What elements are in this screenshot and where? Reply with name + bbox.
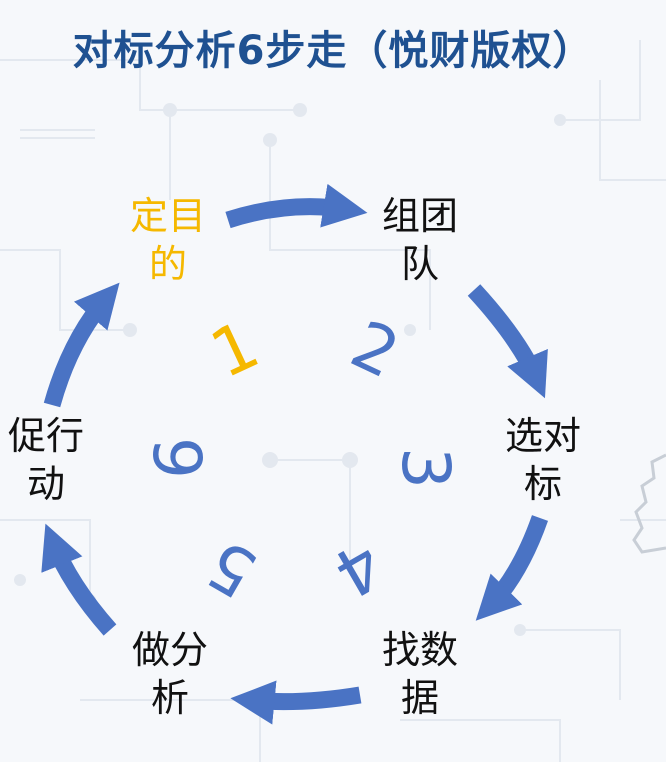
arrow-1-to-2 bbox=[225, 183, 368, 229]
step-label-4: 找数 据 bbox=[365, 626, 475, 722]
step-label-5: 做分 析 bbox=[115, 626, 225, 722]
step-label-1: 定目 的 bbox=[113, 192, 223, 288]
step-number-3: 3 bbox=[387, 447, 464, 489]
arrow-5-to-6 bbox=[41, 523, 117, 636]
step-label-1-line2: 的 bbox=[148, 242, 187, 286]
step-label-5-line2: 析 bbox=[150, 676, 189, 720]
step-label-6-line2: 动 bbox=[26, 462, 65, 506]
step-label-1-line1: 定目 bbox=[129, 194, 206, 238]
arrow-2-to-3 bbox=[467, 284, 548, 399]
step-label-2: 组团 队 bbox=[365, 192, 475, 288]
step-number-6: 6 bbox=[141, 437, 218, 479]
step-label-2-line1: 组团 bbox=[381, 194, 458, 238]
step-label-3-line2: 标 bbox=[523, 462, 562, 506]
step-label-4-line2: 据 bbox=[400, 676, 439, 720]
arrow-4-to-5 bbox=[230, 680, 362, 725]
step-label-6-line1: 促行 bbox=[7, 414, 84, 458]
arrow-3-to-4 bbox=[475, 515, 549, 621]
step-label-4-line1: 找数 bbox=[381, 628, 458, 672]
arrow-6-to-1 bbox=[43, 282, 120, 408]
step-label-3: 选对 标 bbox=[488, 412, 598, 508]
page-title: 对标分析6步走（悦财版权） bbox=[72, 28, 594, 74]
gear-icon bbox=[632, 453, 666, 554]
step-label-2-line2: 队 bbox=[400, 242, 439, 286]
step-label-6: 促行 动 bbox=[0, 412, 101, 508]
step-label-3-line1: 选对 bbox=[504, 414, 581, 458]
step-label-5-line1: 做分 bbox=[131, 628, 208, 672]
